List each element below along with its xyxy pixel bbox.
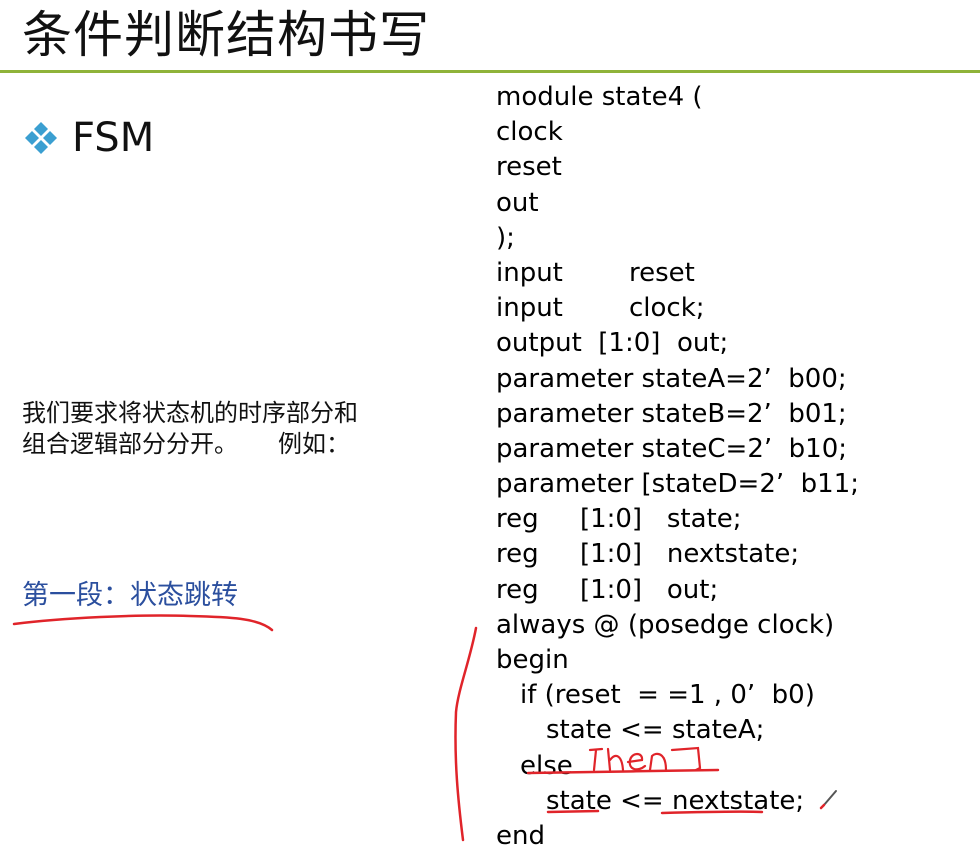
code-line: parameter stateB=2’ b01; [496,398,847,429]
code-line: always @ (posedge clock) [496,609,835,640]
bullet-text: FSM [72,115,155,161]
code-line: state <= stateA; [546,715,765,746]
code-line: output [1:0] out; [496,328,729,359]
diamond-bullet-icon [25,122,57,154]
bracket-mark [454,626,478,842]
code-line: if (reset = =1 , 0’ b0) [520,680,815,711]
code-line: parameter stateA=2’ b00; [496,363,847,394]
code-line: reset [496,152,562,183]
section-label: 第一段：状态跳转 [22,580,238,611]
code-line: ); [496,222,515,253]
code-line: parameter stateC=2’ b10; [496,433,848,464]
code-line: state <= nextstate; [546,785,805,816]
description-text: 组合逻辑部分分开。 [22,430,238,458]
code-line: reg [1:0] out; [496,574,719,605]
code-line: clock [496,117,563,148]
description: 我们要求将状态机的时序部分和 组合逻辑部分分开。 例如： [22,398,442,460]
description-line: 我们要求将状态机的时序部分和 [22,399,358,427]
slide-title: 条件判断结构书写 [22,6,430,64]
example-label: 例如： [278,430,350,458]
code-line: out [496,187,539,218]
code-line: begin [496,645,569,675]
code-line: parameter [stateD=2’ b11; [496,469,860,500]
code-block: module state4 ( clock reset out ); input… [496,80,859,854]
code-line: input reset [496,257,695,288]
title-divider [0,70,980,73]
code-line: reg [1:0] nextstate; [496,539,800,570]
description-line: 组合逻辑部分分开。 例如： [22,429,442,460]
code-line: reg [1:0] state; [496,504,742,535]
code-line: input clock; [496,293,705,324]
bullet-item: FSM [24,112,154,164]
section-underline [12,614,274,632]
code-line: module state4 ( [496,82,703,112]
code-line: else [520,750,573,781]
code-line: end [496,820,545,851]
